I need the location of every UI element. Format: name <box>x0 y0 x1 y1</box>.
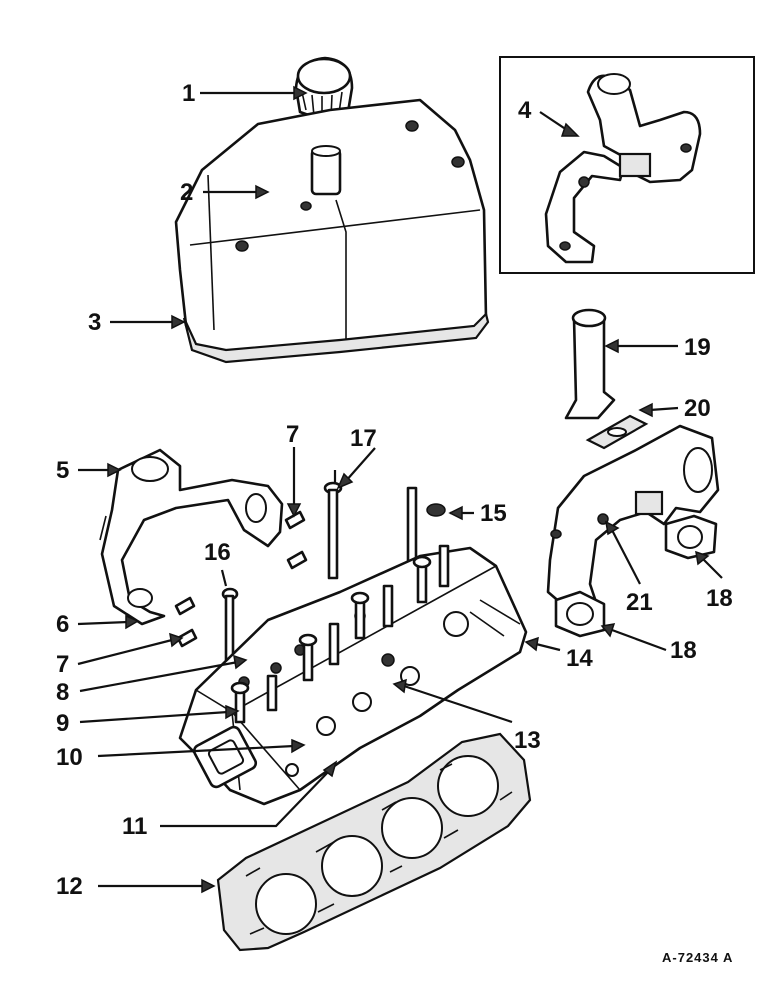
callout-1: 1 <box>182 80 195 107</box>
left-manifold <box>99 448 284 626</box>
callout-8: 8 <box>56 679 69 706</box>
figure-reference-code: A-72434 A <box>662 950 733 965</box>
callout-16: 16 <box>204 539 231 566</box>
callout-7-upper: 7 <box>286 421 299 448</box>
cylinder-head <box>178 544 528 806</box>
inset-box <box>499 56 755 274</box>
intake-exhaust-manifold <box>546 424 720 618</box>
head-bolt-left <box>221 587 239 662</box>
stud-upper-b <box>286 550 308 570</box>
callout-6: 6 <box>56 611 69 638</box>
callout-labels: 1 2 3 4 5 6 7 7 8 9 10 11 12 13 14 15 16… <box>56 80 733 900</box>
callout-12: 12 <box>56 873 83 900</box>
callout-18-upper: 18 <box>706 585 733 612</box>
head-gasket <box>216 732 532 952</box>
callout-9: 9 <box>56 710 69 737</box>
manifold-gasket-right <box>664 514 718 560</box>
leader-lines <box>77 85 723 894</box>
callout-14: 14 <box>566 645 593 672</box>
callout-10: 10 <box>56 744 83 771</box>
manifold-gasket-left <box>554 590 606 638</box>
callout-4: 4 <box>518 97 532 124</box>
outlet-pipe <box>564 308 616 420</box>
valve-cover <box>174 98 488 357</box>
long-head-bolt <box>323 481 343 580</box>
callout-18-lower: 18 <box>670 637 697 664</box>
callout-13: 13 <box>514 727 541 754</box>
callout-19: 19 <box>684 334 711 361</box>
callout-7-lower: 7 <box>56 651 69 678</box>
callout-20: 20 <box>684 395 711 422</box>
callout-21: 21 <box>626 589 653 616</box>
stud-lower-b <box>176 628 198 648</box>
callout-2: 2 <box>180 179 193 206</box>
callout-3: 3 <box>88 309 101 336</box>
stud-lower-a <box>174 596 196 616</box>
callout-5: 5 <box>56 457 69 484</box>
rocker-stud-right <box>406 486 418 566</box>
valve-cover-gasket <box>182 311 490 364</box>
callout-15: 15 <box>480 500 507 527</box>
outlet-gasket <box>585 414 649 450</box>
expansion-plug <box>426 503 446 517</box>
callout-17: 17 <box>350 425 377 452</box>
callout-11: 11 <box>122 813 147 840</box>
